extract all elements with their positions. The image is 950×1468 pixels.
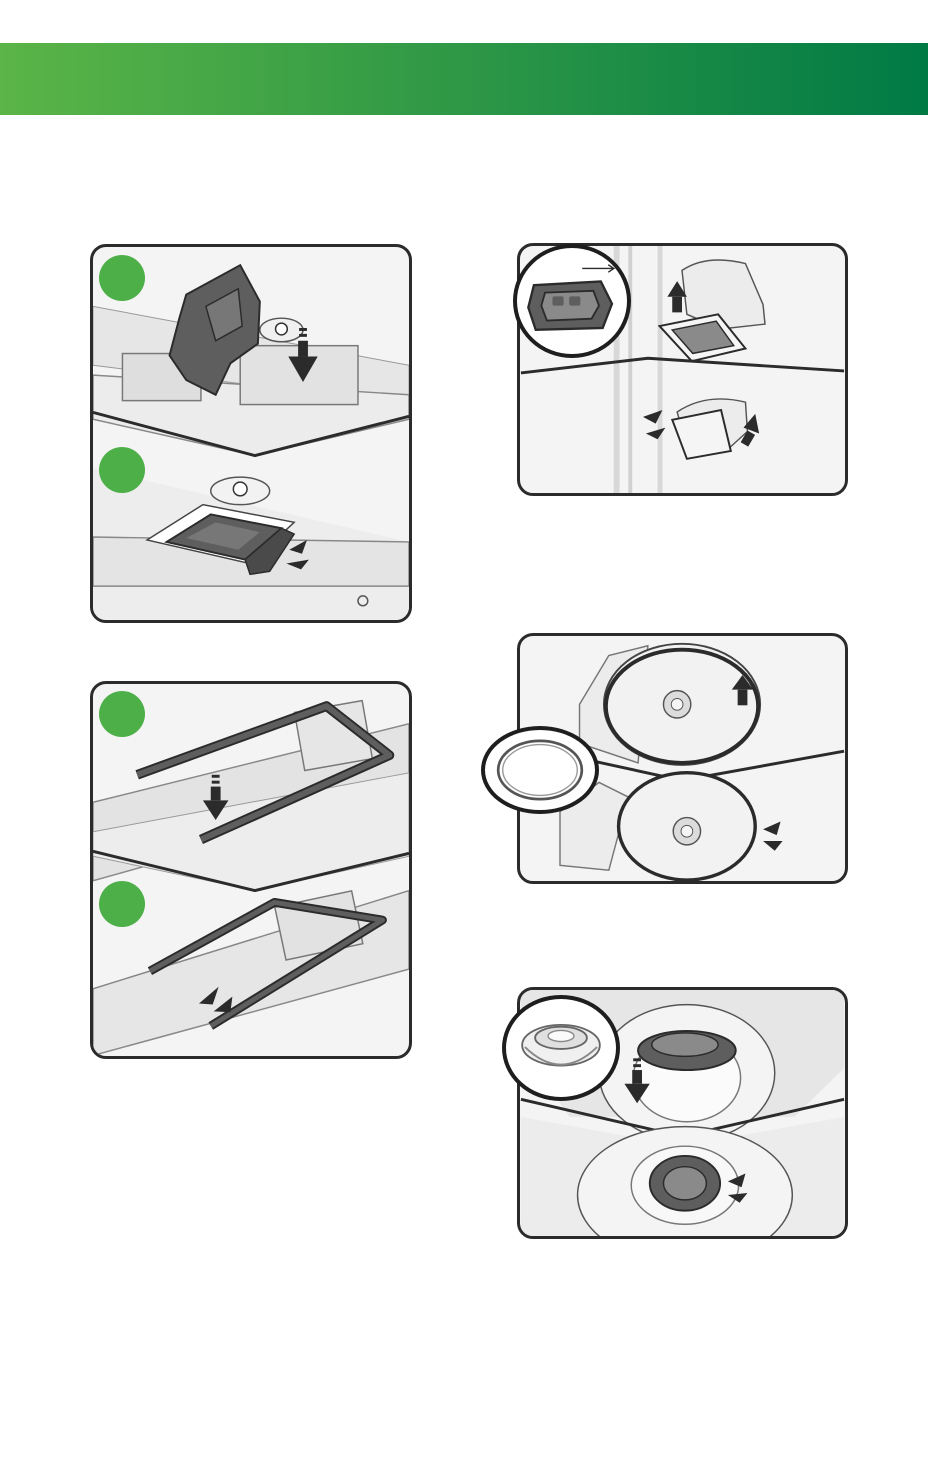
step-badge-2 — [99, 447, 145, 493]
step-badge-4 — [99, 881, 145, 927]
zoom-circle-gasket — [513, 244, 631, 358]
click-indicator-icon — [763, 821, 783, 850]
plug-insert-illustration — [93, 247, 409, 620]
step-badge-1 — [99, 255, 145, 301]
channel-seal-illustration — [93, 684, 409, 1056]
header-band — [0, 43, 928, 115]
panel-channel-seal — [90, 681, 412, 1059]
zoom-circle-ring — [481, 726, 599, 814]
zoom-circle-valve — [502, 995, 620, 1101]
step-badge-3 — [99, 691, 145, 737]
panel-plug-insert — [90, 244, 412, 623]
